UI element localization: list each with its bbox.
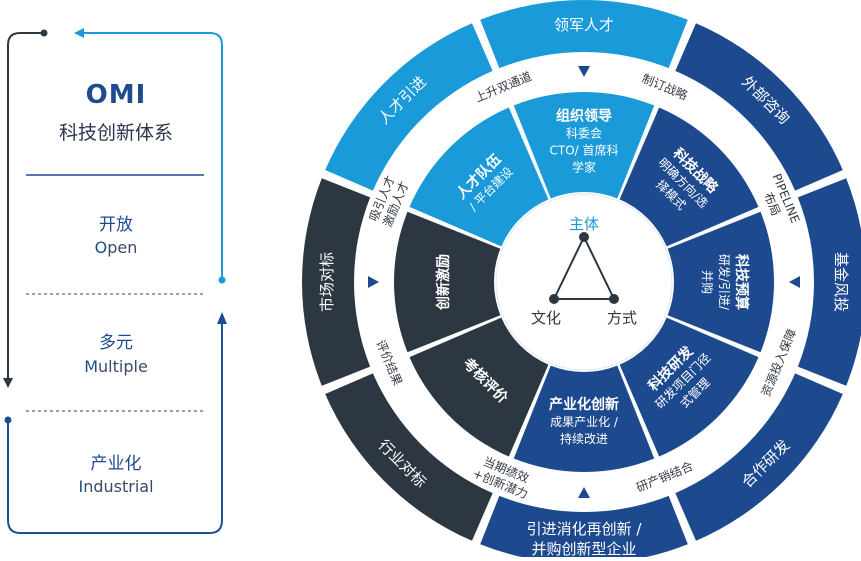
system-subtitle: 科技创新体系 <box>58 122 173 144</box>
outer-segment-label: 市场对标 <box>318 252 336 312</box>
inner-segment-title: 产业化创新 <box>549 396 619 413</box>
inner-segment-subtext: 成果产业化 / <box>550 415 619 429</box>
inner-segment-title: 组织领导 <box>556 108 612 125</box>
inner-segment-subtext: 持续改进 <box>560 431 608 446</box>
inner-segment <box>393 211 501 353</box>
triangle-vertex <box>609 294 619 304</box>
omi-title: OMI <box>85 80 147 110</box>
flow-arrow-icon <box>578 487 590 498</box>
outer-segment-label: 基金风投 <box>832 252 850 312</box>
left-panel: OMI 科技创新体系 开放 Open 多元 Multiple 产业化 Indus… <box>0 0 240 557</box>
center-triangle <box>552 234 616 300</box>
bottom-flow-line <box>7 322 223 534</box>
outer-segment <box>480 495 688 557</box>
inner-segment <box>409 317 549 457</box>
flow-arrow-icon <box>368 276 379 288</box>
center-right-label: 方式 <box>607 309 637 327</box>
inner-segment <box>513 92 655 199</box>
down-arrow-icon <box>3 378 13 388</box>
outer-segment <box>675 23 843 191</box>
outer-segment <box>675 373 843 541</box>
center-circle <box>495 193 673 371</box>
down-flow-start-dot <box>40 29 48 37</box>
inner-ring: 组织领导科委会CTO/ 首席科学家科技战略明确方向/选择模式科技预算研发/引进/… <box>393 92 775 472</box>
outer-segment <box>325 373 493 541</box>
left-arrow-icon <box>74 28 84 38</box>
inner-segment-subtext: CTO/ 首席科 <box>549 143 618 158</box>
flow-arrow-icon <box>789 276 800 288</box>
industrial-label-en: Industrial <box>78 477 154 496</box>
inner-segment-subtext: 学家 <box>572 160 596 175</box>
left-panel-frame <box>3 28 227 534</box>
inner-segment-title: 创新激励 <box>435 254 452 311</box>
outer-segment-label: 领军人才 <box>554 16 614 34</box>
center-top-label: 主体 <box>569 215 599 233</box>
inner-segment <box>619 317 759 457</box>
outer-segment-label: 引进消化再创新 / <box>527 520 643 538</box>
flow-arrow-icon <box>578 66 590 77</box>
inner-segment <box>409 107 549 247</box>
outer-segment <box>480 0 688 69</box>
inner-segment <box>513 365 655 472</box>
inner-segment <box>619 107 759 247</box>
open-label-en: Open <box>94 238 138 257</box>
down-flow-line <box>7 32 44 380</box>
top-flow-line <box>84 32 223 278</box>
outer-segment <box>301 178 371 386</box>
center-left-label: 文化 <box>531 309 561 327</box>
inner-segment <box>667 211 775 353</box>
multiple-label-en: Multiple <box>84 357 148 376</box>
bottom-flow-start-dot <box>4 416 12 424</box>
up-arrow-icon <box>217 312 227 324</box>
outer-segment <box>797 178 861 386</box>
inner-segment-subtext: 研发/引进/ <box>717 254 732 311</box>
multiple-label-cn: 多元 <box>99 333 133 353</box>
top-flow-end-dot <box>218 276 226 284</box>
inner-segment-subtext: 并购 <box>700 270 715 294</box>
outer-segment-label-2: 并购创新型企业 <box>531 540 636 557</box>
triangle-vertex <box>579 232 589 242</box>
outer-segment <box>325 23 493 191</box>
open-label-cn: 开放 <box>99 215 133 235</box>
triangle-vertex <box>549 294 559 304</box>
inner-segment-title: 科技预算 <box>733 254 750 310</box>
industrial-label-cn: 产业化 <box>90 454 142 474</box>
inner-segment-subtext: 科委会 <box>566 127 602 141</box>
